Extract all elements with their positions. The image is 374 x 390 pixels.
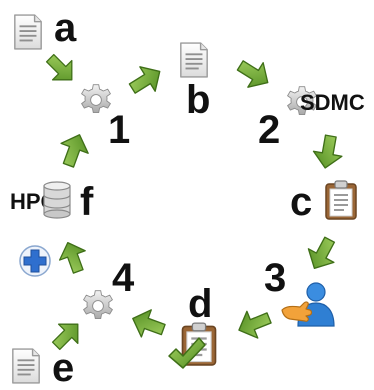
label-a: a: [54, 6, 77, 50]
step-number-1: 1: [108, 108, 131, 152]
document-a-icon: [12, 12, 44, 52]
plus-icon: [18, 244, 52, 278]
label-sdmc: SDMC: [300, 90, 365, 115]
arrow-b-to-2: [229, 49, 279, 99]
document-e-icon: [10, 346, 42, 386]
arrow-c-to-3: [298, 230, 347, 279]
database-icon: [42, 180, 72, 220]
step-number-4: 4: [112, 256, 135, 300]
label-b: b: [186, 78, 211, 122]
step-number-3: 3: [264, 256, 287, 300]
document-b-icon: [178, 40, 210, 80]
label-f: f: [80, 180, 94, 224]
arrow-3-to-d: [231, 301, 278, 348]
arrow-d-to-4: [125, 301, 171, 347]
arrow-1-to-b: [121, 55, 171, 105]
gear-process-4-icon: [80, 288, 116, 324]
person-pointing-icon: [280, 282, 340, 328]
arrow-4-to-f: [51, 235, 95, 279]
clipboard-c-icon: [324, 180, 358, 220]
checkmark-icon: [166, 334, 206, 372]
arrow-f-to-1: [51, 127, 97, 173]
arrow-2-to-c: [307, 131, 349, 173]
label-d: d: [188, 282, 213, 326]
label-c: c: [290, 180, 313, 224]
step-number-2: 2: [258, 108, 281, 152]
label-e: e: [52, 346, 75, 390]
